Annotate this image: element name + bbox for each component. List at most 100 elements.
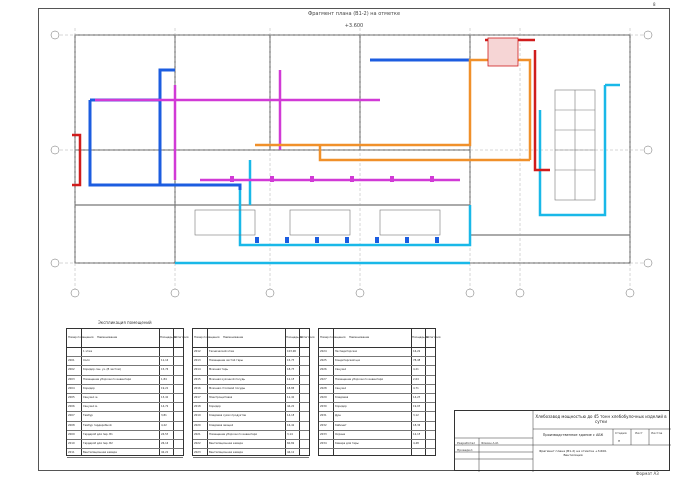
table-cell-area: 44,11 — [287, 451, 295, 455]
table-cell-no: 2012 — [194, 350, 201, 353]
table-cell-name: Коридор — [209, 405, 221, 409]
table-row: 2030 Коридор 19,03 — [319, 402, 435, 413]
table-cell-area: 18,86 — [287, 386, 295, 390]
table-header-cell: Наименование — [223, 336, 244, 339]
table-cell-no: 2021 — [194, 432, 201, 436]
table-cell-name: Коридор — [335, 405, 347, 409]
diffusers-magenta — [230, 176, 434, 182]
duct-red — [72, 38, 550, 187]
table-cell-area: 44,20 — [287, 405, 295, 409]
duct-cyan — [175, 83, 620, 265]
table-header-cell: Площадь, м² — [412, 336, 430, 339]
table-cell-no: 2017 — [194, 396, 201, 399]
table-cell-no: 2008 — [68, 423, 75, 427]
table-cell-name: Вентиляционная камера — [209, 442, 243, 445]
table-column-line — [193, 329, 208, 455]
table-cell-no: 2014 — [194, 368, 201, 372]
table-cell-area: 19,03 — [413, 405, 421, 409]
building-walls — [74, 34, 631, 264]
table-cell-area: 11,40 — [287, 396, 295, 399]
table-row: 2026 Санузел 4,21 — [319, 365, 435, 376]
table-cell-name: Помещение уборочного инвентаря — [335, 377, 383, 381]
table-cell-no: 2034 — [320, 442, 327, 445]
table-cell-area: 18,73 — [287, 368, 295, 372]
table-header-cell: Номер помещения — [194, 336, 220, 339]
table-cell-name: Гардероб для пер. В2 — [83, 442, 113, 445]
table-cell-area: 26,14 — [161, 442, 169, 445]
table-cell-area: 4,22 — [161, 423, 167, 427]
table-cell-no: 2031 — [320, 414, 327, 418]
table-cell-name: Охрана — [335, 432, 346, 436]
table-cell-area: 15,74 — [161, 368, 169, 372]
table-header-cell: Наименование — [349, 336, 370, 339]
table-cell-no: 2015 — [194, 377, 201, 381]
sheet-name: Производственное здание с АБК — [542, 433, 604, 437]
table-cell-name: Санузел м. — [83, 405, 98, 409]
table-cell-no: 2026 — [320, 368, 327, 372]
table-cell-area: 103,90 — [287, 350, 297, 353]
table-cell-name: Экспедиторская — [335, 350, 358, 353]
table-cell-no: 2013 — [194, 359, 201, 363]
table-cell-name: Вентиляционная камера — [83, 451, 117, 455]
table-cell-no: 2030 — [320, 405, 327, 409]
table-column-line — [319, 329, 334, 455]
table-cell-area: 1,84 — [161, 377, 167, 381]
table-cell-area: 3,12 — [413, 414, 419, 418]
table-cell-name: Коридор — [83, 386, 95, 390]
table-column-line — [67, 329, 82, 455]
diffusers — [255, 237, 439, 243]
table-cell-name: Кондитерский цех — [335, 359, 361, 363]
developer-name: Фомин А.И. — [481, 441, 499, 445]
table-cell-name: Технический этаж — [209, 350, 235, 353]
stage-value: П — [618, 439, 621, 443]
table-row: 2012 Технический этаж 103,90 — [193, 347, 309, 358]
table-cell-area: 2,64 — [413, 377, 419, 381]
table-cell-area: 3,14 — [287, 432, 293, 436]
table-cell-area: 18,34 — [413, 423, 421, 427]
table-header-cell: Категория — [174, 336, 189, 339]
table-cell-no: 2002 — [68, 368, 75, 372]
table-column-line — [159, 329, 174, 455]
table-cell-area: 12,15 — [413, 432, 421, 436]
table-cell-no: 2028 — [320, 386, 327, 390]
table-cell-name: Помещение уборочного инвентаря — [209, 432, 257, 436]
table-cell-name: Санузел — [335, 368, 347, 372]
equipment-grid — [194, 89, 596, 236]
table-header-cell: Номер помещения — [68, 336, 94, 339]
table-cell-name: Кабинет — [335, 423, 347, 427]
table-cell-name: Помещение уборочного инвентаря — [83, 377, 131, 381]
table-header-cell: Наименование — [97, 336, 118, 339]
sheets-label: Листов — [651, 431, 663, 435]
checked-label: Проверил — [457, 448, 473, 452]
table-cell-no: 2019 — [194, 414, 201, 418]
table-cell-no: 2010 — [68, 442, 75, 445]
sheet-label: Лист — [635, 431, 643, 435]
table-cell-area: 4,48 — [413, 442, 419, 445]
table-cell-area: 14,23 — [413, 396, 421, 399]
table-header-cell: Категория — [300, 336, 315, 339]
table-column-line — [207, 329, 286, 455]
table-row: 1 этаж — [67, 347, 183, 358]
stage-label: Стадия — [615, 431, 627, 435]
table-cell-no: 2024 — [320, 350, 327, 353]
table-cell-name: Камера для тары — [335, 442, 359, 445]
table-cell-name: Холл — [83, 359, 90, 363]
table-cell-name: Гардероб для пер. В1 — [83, 432, 113, 436]
table-cell-area: 4,21 — [413, 368, 419, 372]
table-header-cell: Номер помещения — [320, 336, 346, 339]
